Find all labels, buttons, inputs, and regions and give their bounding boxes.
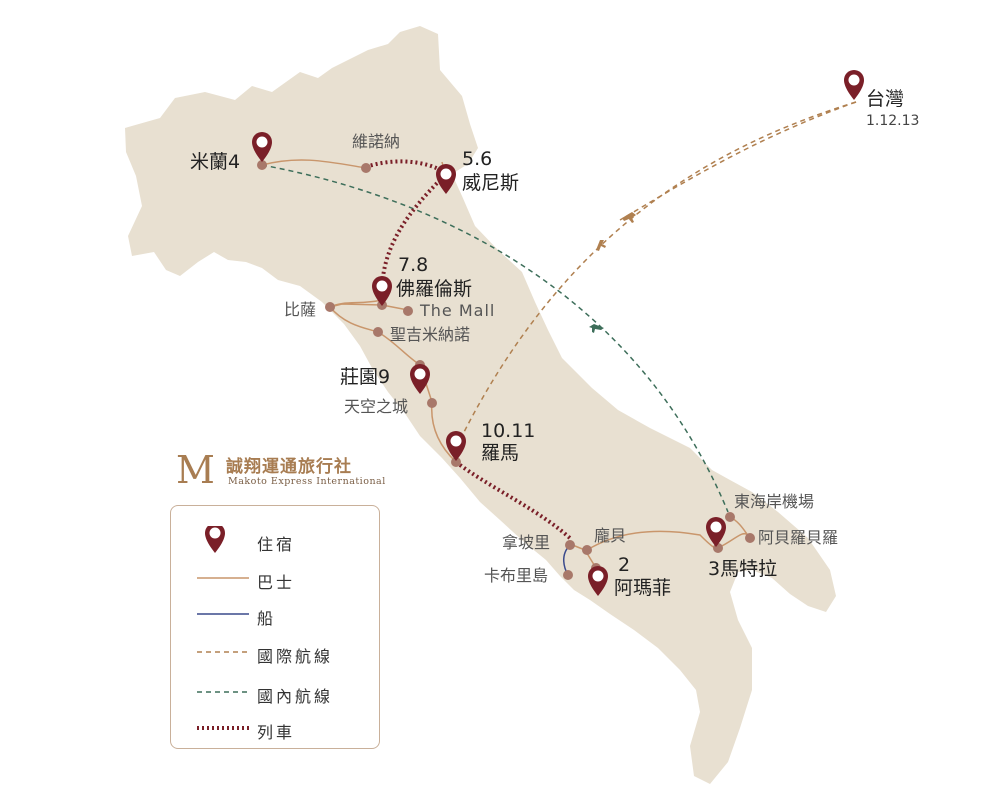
label-taiwan-days: 1.12.13 (866, 113, 920, 129)
legend-train-label: 列車 (257, 723, 296, 742)
domestic-flight-line-icon (197, 691, 249, 693)
label-rome: 羅馬 (481, 442, 520, 464)
legend-intl-flight: 國際航線 (171, 638, 379, 666)
brand-logo-mark: M (176, 448, 215, 492)
label-alberobello: 阿貝羅貝羅 (758, 528, 839, 547)
label-naples: 拿坡里 (502, 533, 551, 552)
domestic-flight-route (261, 164, 729, 513)
label-amalfi: 阿瑪菲 (614, 577, 672, 599)
label-verona: 維諾納 (352, 132, 401, 151)
plane-icon (622, 212, 636, 223)
label-venice: 威尼斯 (462, 172, 520, 194)
legend-boat: 船 (171, 600, 379, 628)
legend-bus: 巴士 (171, 564, 379, 592)
lodging-pins (252, 70, 864, 596)
plane-icon (589, 324, 604, 333)
legend-intl-flight-label: 國際航線 (257, 647, 334, 666)
label-florence: 佛羅倫斯 (396, 278, 473, 300)
boat-line-icon (197, 613, 249, 615)
legend-lodging-label: 住宿 (257, 535, 296, 554)
intl-flight-route-return (619, 101, 857, 221)
pin-icon (205, 526, 225, 553)
legend-lodging: 住宿 (171, 526, 379, 554)
intl-flight-route-outbound (459, 101, 857, 441)
label-rome-days: 10.11 (481, 420, 536, 442)
label-taiwan: 台灣 (866, 88, 905, 110)
label-the-mall: The Mall (420, 301, 496, 320)
bus-line-icon (197, 577, 249, 579)
label-civita: 天空之城 (344, 397, 409, 416)
label-matera: 3馬特拉 (708, 558, 778, 580)
legend-domestic-flight: 國內航線 (171, 678, 379, 706)
label-milan: 米蘭4 (190, 151, 241, 173)
legend-boat-label: 船 (257, 609, 277, 628)
train-line-icon (197, 726, 249, 730)
brand-english-name: Makoto Express International (228, 476, 386, 487)
label-venice-days: 5.6 (462, 148, 493, 170)
brand-logo: M 誠翔運通旅行社 Makoto Express International (170, 448, 390, 492)
label-capri: 卡布里島 (484, 566, 549, 585)
legend-train: 列車 (171, 714, 379, 742)
legend-bus-label: 巴士 (257, 573, 296, 592)
label-bari-airport: 東海岸機場 (734, 492, 815, 511)
label-florence-days: 7.8 (398, 254, 429, 276)
label-amalfi-days: 2 (618, 554, 631, 576)
label-pompeii: 龐貝 (594, 526, 627, 545)
legend-domestic-flight-label: 國內航線 (257, 687, 334, 706)
label-manor: 莊園9 (340, 366, 391, 388)
italy-landmass (125, 26, 836, 784)
plane-icon (596, 240, 606, 251)
label-san-gimignano: 聖吉米納諾 (390, 325, 471, 344)
intl-flight-line-icon (197, 651, 249, 653)
map-legend: 住宿 巴士 船 國際航線 國內航線 列車 (170, 505, 380, 749)
label-pisa: 比薩 (284, 300, 317, 319)
brand-name: 誠翔運通旅行社 (226, 457, 352, 477)
